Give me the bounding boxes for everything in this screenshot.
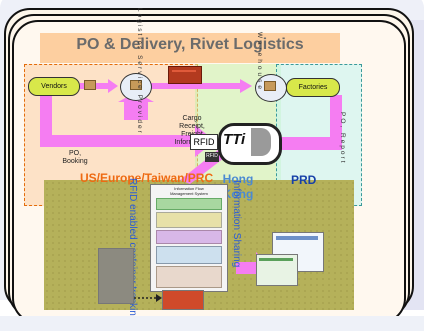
bottom-strip	[0, 316, 424, 331]
container-photo	[162, 290, 204, 310]
rfid-tag-icon	[205, 152, 219, 162]
hong-kong-label: Hong Kong	[222, 172, 254, 201]
package-icon	[264, 81, 276, 91]
factories-node: Factories	[286, 78, 340, 97]
rfid-label: RFID	[190, 134, 218, 150]
screenshot-header	[276, 236, 318, 240]
package-icon	[130, 80, 142, 90]
system-block	[156, 198, 222, 210]
arrow-vendors-to-provider	[80, 79, 118, 93]
system-panel-title: Information Flow Management System	[170, 186, 208, 196]
package-icon	[84, 80, 96, 90]
system-block	[156, 230, 222, 244]
arrow-left-loop	[40, 95, 215, 157]
tti-node	[218, 123, 282, 165]
container-stripe	[172, 70, 196, 72]
system-block	[156, 212, 222, 228]
vendors-node: Vendors	[28, 77, 80, 96]
tti-shade	[251, 128, 271, 156]
us-eu-label: US/Europe/Taiwan/PRC	[80, 171, 213, 186]
tti-logo: TTi	[223, 131, 246, 148]
screenshot-header	[259, 258, 293, 261]
system-block	[156, 266, 222, 288]
arrow-tti-to-prd	[276, 95, 342, 150]
system-block	[156, 246, 222, 264]
title-band	[40, 33, 340, 63]
rfid-tag-label: RFID	[206, 153, 218, 159]
po-booking-label: PO, Booking	[62, 150, 88, 165]
warehouse-photo	[98, 248, 134, 304]
prd-label: PRD	[291, 173, 317, 187]
arrow-provider-to-warehouse	[150, 79, 252, 93]
container-ship-icon	[168, 66, 202, 84]
diagram-title: PO & Delivery, Rivet Logistics	[76, 36, 304, 53]
